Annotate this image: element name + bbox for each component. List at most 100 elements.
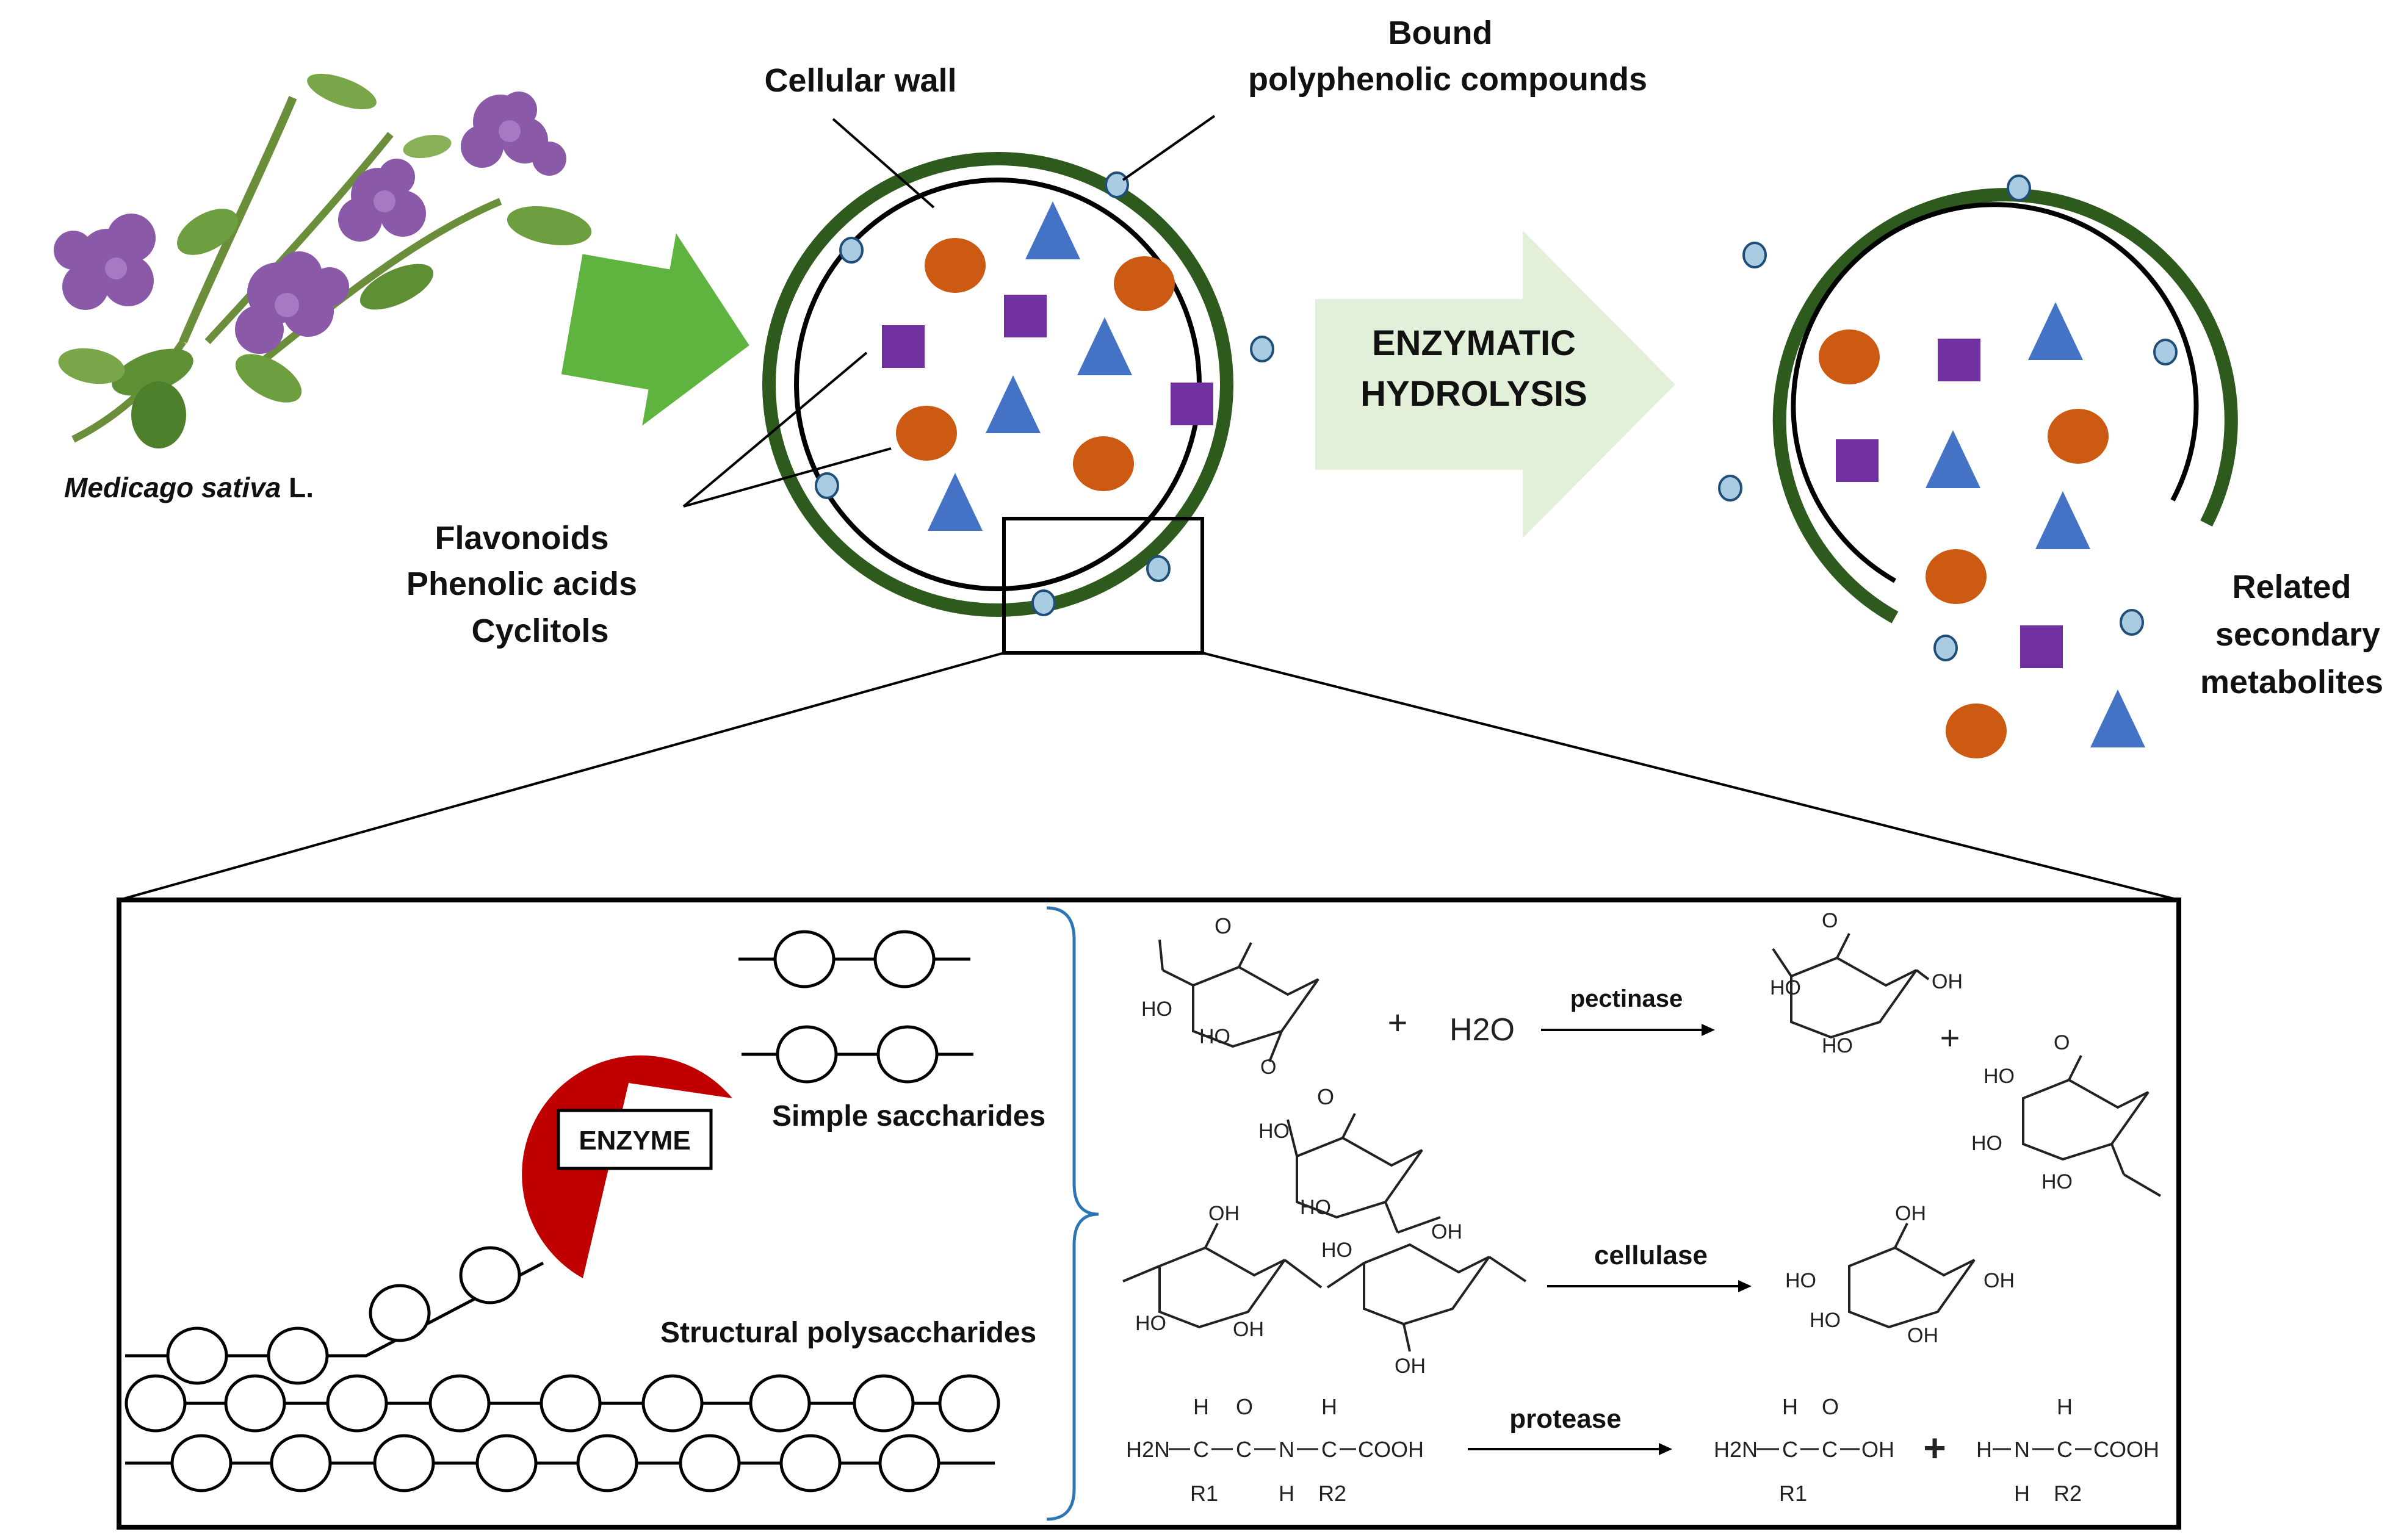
purple-square (1171, 383, 1213, 425)
water-label: H2O (1449, 1012, 1515, 1048)
phenolic-acids-label: Phenolic acids (406, 566, 637, 602)
chem-label: HO (1321, 1239, 1352, 1262)
chem-label: HO (1983, 1065, 2015, 1088)
orange-ellipse (1114, 256, 1175, 311)
medicago-plant-illustration (54, 73, 592, 448)
chem-label: OH (1208, 1202, 1240, 1225)
simple-saccharide-chain (738, 930, 970, 988)
bound-dot (839, 237, 864, 264)
blue-triangle (2035, 491, 2090, 549)
zoom-line-right (1202, 652, 2179, 901)
purple-square (1938, 339, 1980, 381)
leader-flavonoid-1 (682, 351, 868, 508)
chem-label: OH (1907, 1324, 1938, 1347)
cellulase-label: cellulase (1594, 1240, 1708, 1270)
chem-label: OH (1395, 1355, 1426, 1378)
purple-square (1836, 439, 1879, 482)
enzymatic-hydrolysis-arrow-icon (1315, 231, 1675, 538)
chem-label: H (1782, 1394, 1798, 1419)
green-arrow-icon (561, 233, 749, 426)
chem-label: HO (1785, 1269, 1816, 1292)
chem-label: R2 (1318, 1481, 1346, 1506)
cellulase-arrow-head (1738, 1280, 1752, 1292)
galacturonic-acid-product (1772, 933, 1930, 1039)
chem-label: C (1782, 1437, 1798, 1462)
chem-label: O (1236, 1394, 1253, 1419)
chem-label: HO (1971, 1132, 2002, 1155)
bound-dot (1105, 171, 1129, 198)
intact-cell (762, 152, 1274, 655)
chem-label: O (1215, 913, 1232, 938)
hydrolysed-cell (1718, 175, 2238, 624)
purple-square (882, 325, 925, 368)
pectinase-arrow-head (1702, 1024, 1715, 1036)
bound-dot (1250, 336, 1274, 362)
chem-label: O (1260, 1056, 1276, 1079)
chem-label: HO (1135, 1312, 1166, 1335)
protease-arrow-head (1659, 1443, 1672, 1455)
chem-label: C (2057, 1437, 2073, 1462)
chem-label: HO (2041, 1170, 2073, 1193)
pectinase-label: pectinase (1570, 985, 1683, 1012)
released-metabolites (1926, 549, 2145, 758)
chem-label: H (1321, 1394, 1337, 1419)
orange-ellipse (925, 238, 986, 293)
chem-label: OH (1431, 1220, 1462, 1243)
chem-label: OH (1983, 1269, 2015, 1292)
blue-triangle (1926, 430, 1980, 488)
orange-ellipse (1926, 549, 1987, 604)
bound-dot (1718, 475, 1742, 502)
enzymatic-label-line1: ENZYMATIC (1372, 323, 1576, 363)
protease-label: protease (1509, 1404, 1621, 1434)
blue-triangle (2028, 302, 2083, 360)
chem-label: R1 (1779, 1481, 1807, 1506)
cellobiose-structure (1122, 1223, 1527, 1352)
broken-outer-wall (1772, 188, 2238, 624)
broken-inner-membrane (1791, 202, 2199, 583)
chem-label: OH (1932, 970, 1963, 993)
structural-polysaccharide-chains (125, 1246, 1000, 1492)
chem-label: OH (1861, 1437, 1894, 1462)
orange-ellipse (896, 406, 957, 461)
chem-label: H (1976, 1437, 1992, 1462)
chem-label: C (1321, 1437, 1337, 1462)
amino-acid-product-1: H2N C C OH H O R1 (1714, 1394, 1894, 1506)
chem-label: N (2014, 1437, 2030, 1462)
chem-label: N (1279, 1437, 1294, 1462)
chem-label: COOH (1358, 1437, 1424, 1462)
zoom-selection-box (1002, 517, 1204, 655)
chem-label: H (1279, 1481, 1294, 1506)
orange-ellipse (1819, 329, 1880, 384)
zoom-line-left (118, 652, 1005, 901)
bound-compounds-label-line1: Bound (1388, 15, 1493, 51)
orange-ellipse (1073, 436, 1134, 491)
chem-label: HO (1810, 1309, 1841, 1332)
leader-bound-compounds (1122, 115, 1216, 181)
simple-saccharide-chain (742, 1025, 973, 1084)
simple-saccharides-label: Simple saccharides (772, 1100, 1045, 1132)
pectin-dimer-structure (1158, 939, 1441, 1234)
galacturonic-acid-glycoside-product (2022, 1055, 2162, 1197)
chem-label: HO (1822, 1034, 1853, 1057)
bound-dot (815, 472, 839, 499)
structural-polysaccharides-label: Structural polysaccharides (660, 1317, 1036, 1349)
chem-label: OH (1895, 1202, 1926, 1225)
chem-label: C (1193, 1437, 1209, 1462)
related-label-line2: secondary (2215, 616, 2380, 653)
bound-dot (1146, 555, 1171, 582)
flavonoids-label: Flavonoids (435, 520, 608, 556)
bound-dot (1933, 635, 1958, 661)
chem-label: H2N (1714, 1437, 1758, 1462)
amino-acid-product-2: H N C COOH H H R2 (1976, 1394, 2159, 1506)
chem-label: HO (1770, 976, 1801, 999)
leader-flavonoid-2 (683, 447, 892, 508)
plus-sign: + (1940, 1018, 1960, 1057)
bound-dot (2153, 339, 2178, 365)
chem-label: C (1822, 1437, 1838, 1462)
related-label-line1: Related (2232, 569, 2351, 605)
chem-label: HO (1258, 1120, 1290, 1143)
chem-label: H (2057, 1394, 2073, 1419)
chem-label: C (1236, 1437, 1252, 1462)
chem-label: HO (1300, 1196, 1331, 1219)
curly-brace-icon (1046, 906, 1099, 1521)
